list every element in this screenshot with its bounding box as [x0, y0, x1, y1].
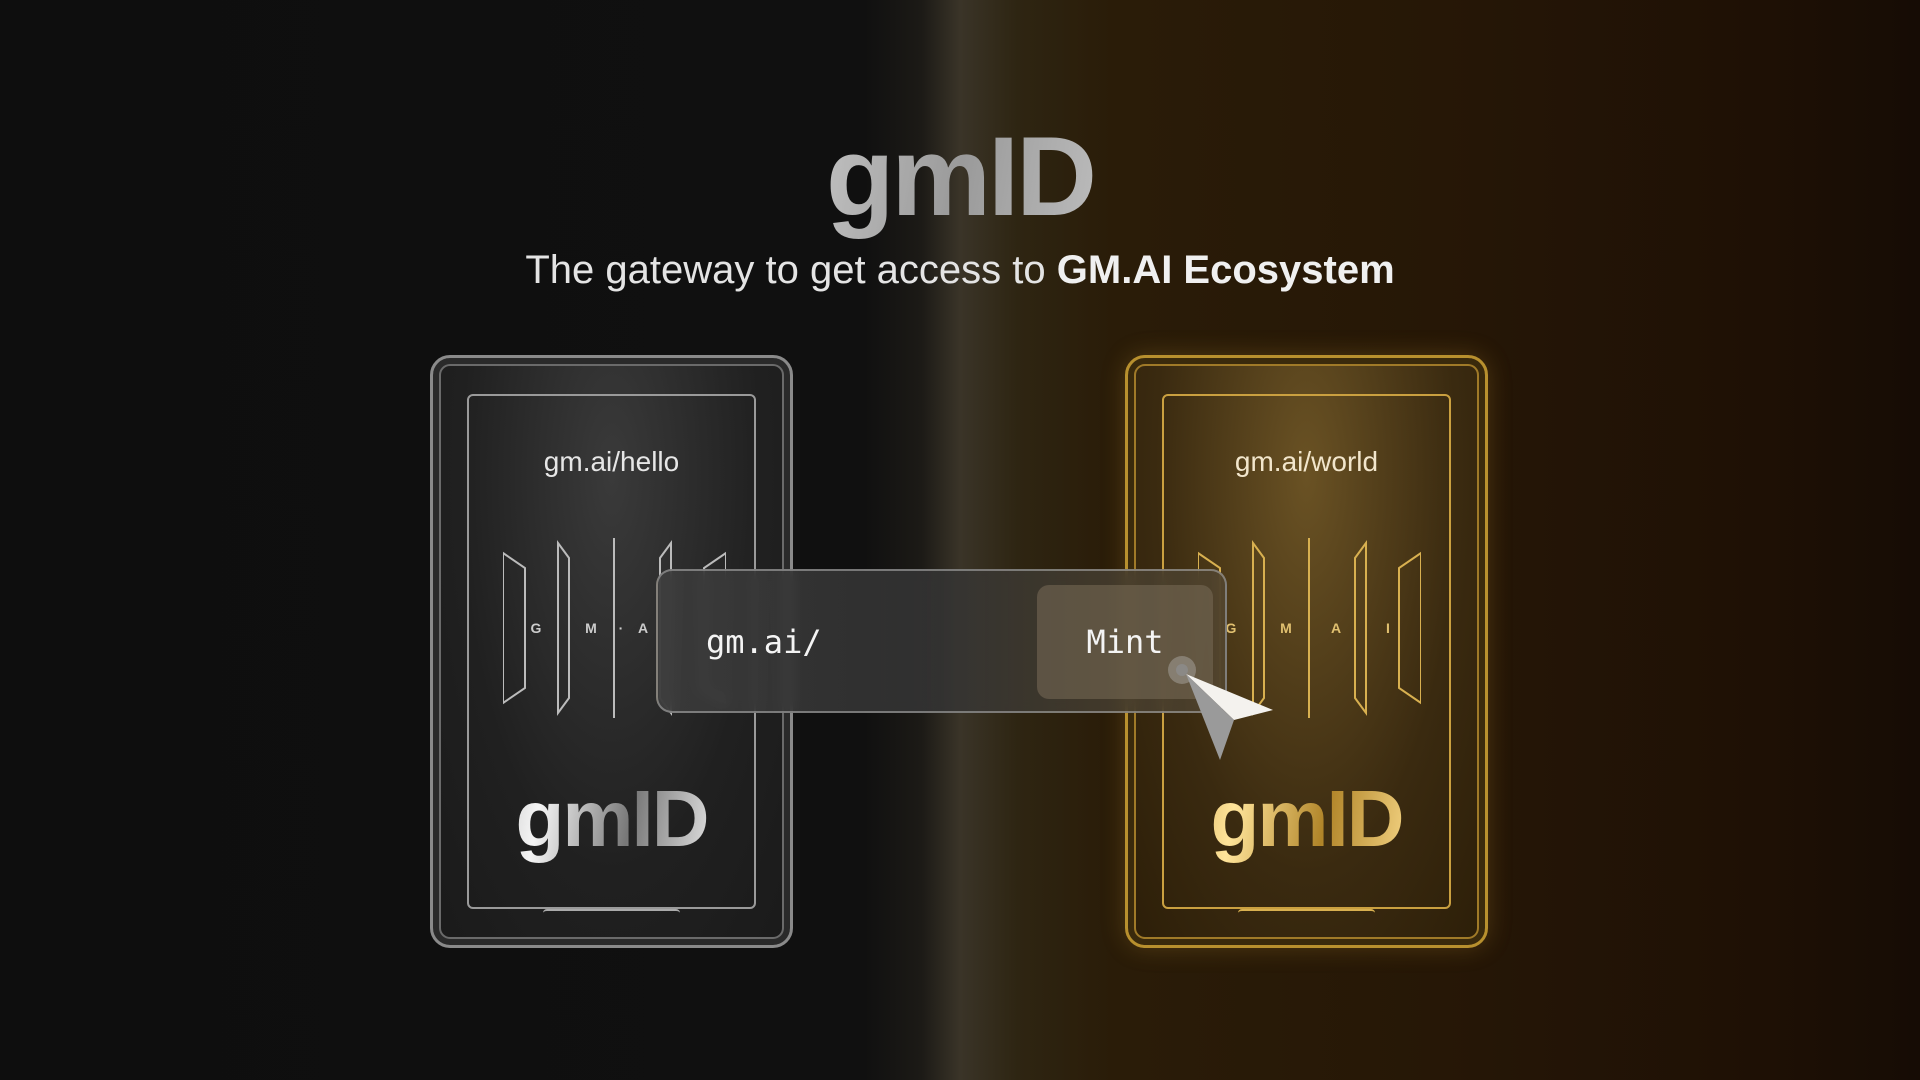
- mint-handle-input[interactable]: gm.ai/ Mint: [656, 569, 1227, 713]
- handle-prefix: gm.ai/: [706, 623, 822, 661]
- emblem-letter: G: [531, 620, 542, 636]
- pointer-arrow-icon: [1168, 656, 1273, 760]
- card-logo: gmID: [433, 773, 790, 865]
- mint-button[interactable]: Mint: [1037, 585, 1213, 699]
- emblem-letter: A: [1331, 620, 1341, 636]
- emblem-letter: A: [638, 620, 648, 636]
- emblem-letter: M: [1280, 620, 1292, 636]
- emblem-letter: M: [585, 620, 597, 636]
- hero-subtitle: The gateway to get access to GM.AI Ecosy…: [0, 248, 1920, 293]
- emblem-letter: G: [1226, 620, 1237, 636]
- card-logo: gmID: [1128, 773, 1485, 865]
- card-handle: gm.ai/hello: [543, 446, 680, 477]
- card-foot: [543, 909, 680, 917]
- subtitle-prefix: The gateway to get access to: [525, 248, 1046, 292]
- hero-title: gmID: [0, 112, 1920, 241]
- emblem-letter: ·: [619, 620, 624, 636]
- card-handle: gm.ai/world: [1234, 446, 1379, 477]
- subtitle-emphasis: GM.AI Ecosystem: [1056, 248, 1395, 292]
- card-foot: [1238, 909, 1375, 917]
- emblem-letter: I: [1386, 620, 1390, 636]
